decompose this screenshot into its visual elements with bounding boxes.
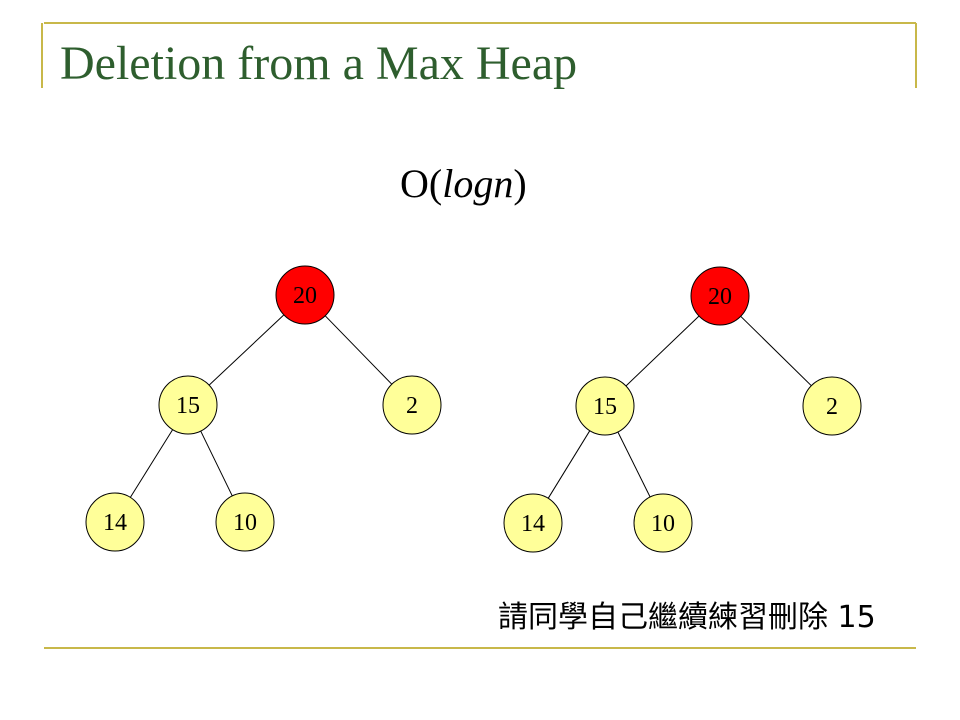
right-tree-edge-left-left-left [547,430,591,499]
left-tree-node-left-circle [158,375,218,435]
right-tree-node-right-circle [802,376,862,436]
exercise-note-text: 請同學自己繼續練習刪除 15 [498,600,876,635]
left-tree-node-left-right-label: 10 [233,510,257,536]
left-tree-node-root: 20 [275,265,335,325]
right-tree-node-left-left: 14 [503,493,563,553]
exercise-note: 請同學自己繼續練習刪除 15 [498,592,876,636]
left-tree-node-right-label: 2 [406,393,418,419]
right-tree-node-right-label: 2 [826,394,838,420]
left-tree-node-root-circle [275,265,335,325]
right-tree-edge-root-left [625,315,700,387]
complexity-suffix: ) [513,161,527,206]
right-tree-node-left-right-label: 10 [651,511,675,537]
left-tree-node-left: 15 [158,375,218,435]
left-tree-edge-left-left-left [129,429,174,498]
left-tree-node-left-left: 14 [85,492,145,552]
right-tree-node-left-label: 15 [593,394,617,420]
left-tree: 20 15 2 14 10 [85,265,442,552]
left-tree-edge-left-left-right [200,430,233,497]
left-tree-edge-root-left [208,314,285,386]
slide-title-text: Deletion from a Max Heap [60,37,578,90]
left-tree-node-root-label: 20 [293,283,317,309]
right-tree-node-root: 20 [690,266,750,326]
left-tree-node-left-right: 10 [215,492,275,552]
trees-layer: 20 15 2 14 10 20 15 2 14 10 [85,265,862,553]
right-tree-node-right: 2 [802,376,862,436]
right-tree-node-left-left-circle [503,493,563,553]
left-tree-node-left-right-circle [215,492,275,552]
left-tree-node-left-left-circle [85,492,145,552]
right-tree-node-left-right-circle [633,493,693,553]
complexity-prefix: O( [400,161,443,206]
right-tree-edge-root-right [740,315,812,387]
right-tree-node-left-left-label: 14 [521,511,545,537]
right-tree-node-left: 15 [575,376,635,436]
right-tree-node-root-label: 20 [708,284,732,310]
left-tree-edge-root-right [324,315,393,385]
complexity-italic: logn [442,161,514,206]
slide-title: Deletion from a Max Heap [60,36,577,91]
right-tree-node-root-circle [690,266,750,326]
right-tree-node-left-right: 10 [633,493,693,553]
left-tree-node-right: 2 [382,375,442,435]
complexity-label: O(logn) [400,160,527,207]
left-tree-node-right-circle [382,375,442,435]
left-tree-node-left-label: 15 [176,393,200,419]
left-tree-node-left-left-label: 14 [103,510,127,536]
right-tree-edge-left-left-right [617,431,651,498]
right-tree-node-left-circle [575,376,635,436]
right-tree: 20 15 2 14 10 [503,266,862,553]
